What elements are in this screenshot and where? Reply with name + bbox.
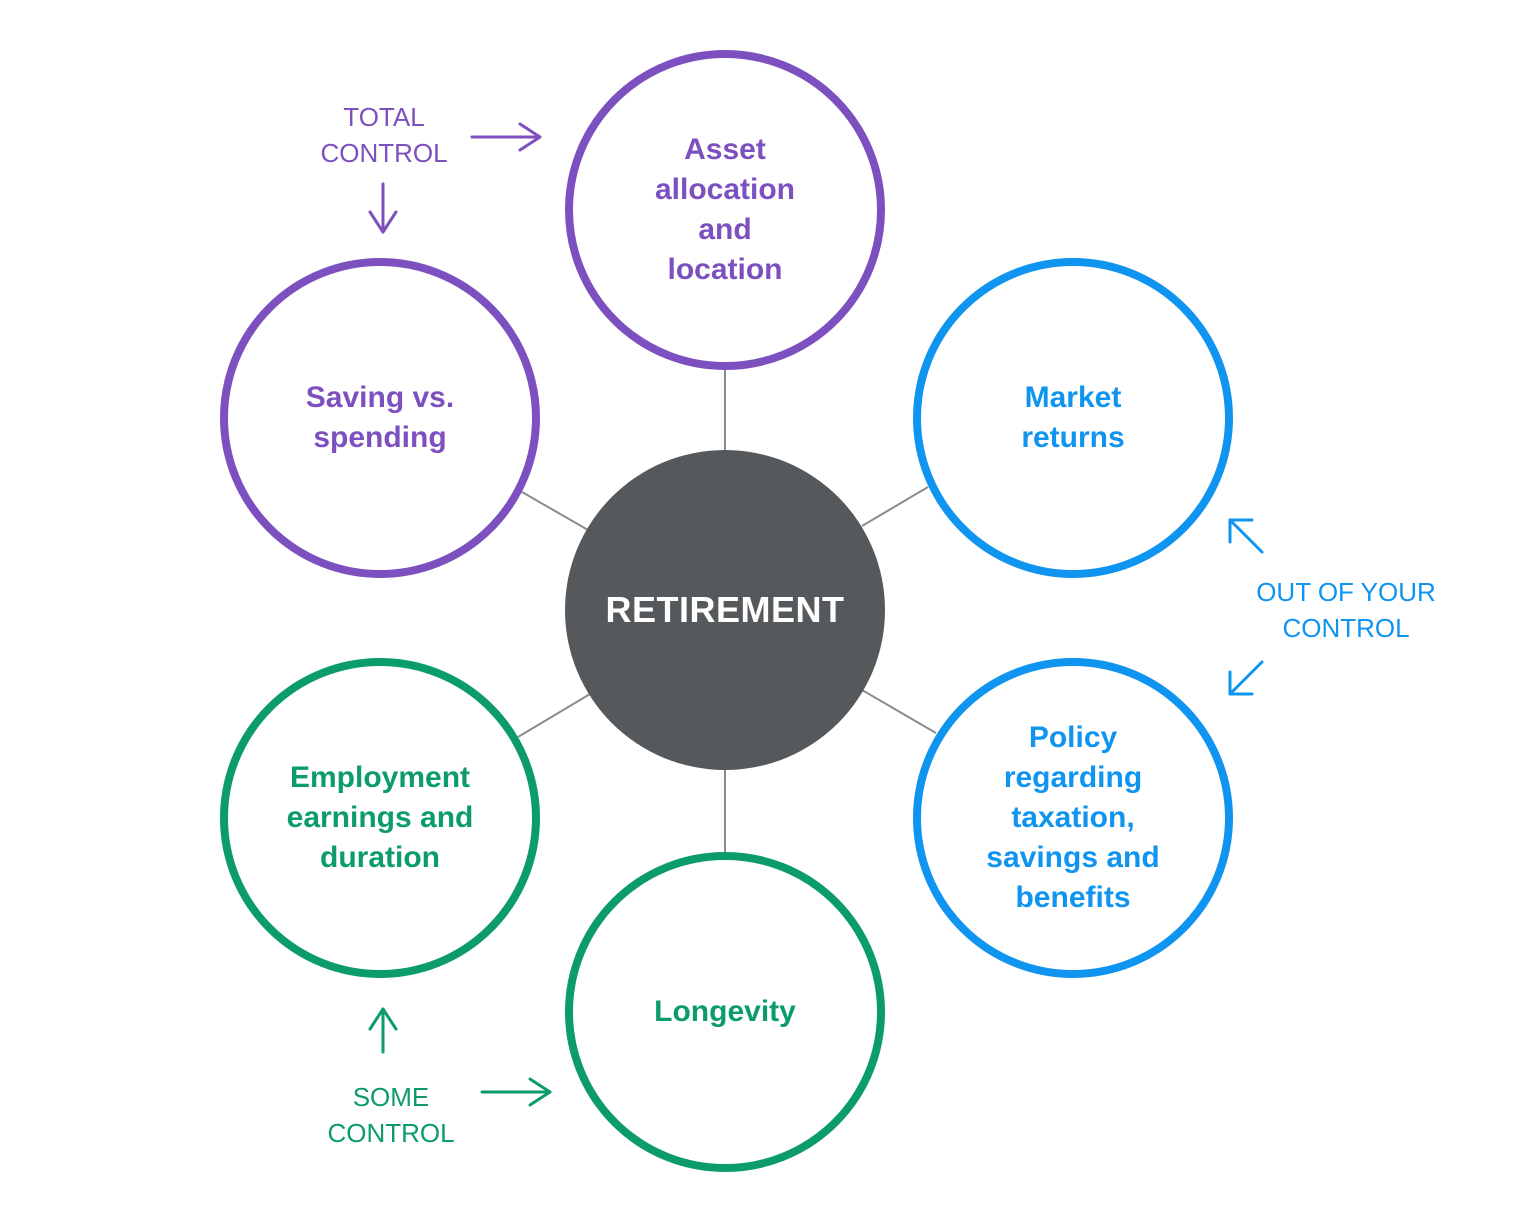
node-longevity: Longevity <box>565 852 885 1172</box>
center-label: RETIREMENT <box>605 589 845 630</box>
node-employment: Employment earnings and duration <box>220 658 540 978</box>
node-asset-allocation-label: Asset allocation and location <box>654 133 796 286</box>
node-market-returns-label: Market returns <box>1021 381 1125 454</box>
node-saving-spending: Saving vs. spending <box>220 258 540 578</box>
some-control-label: SOME CONTROL <box>327 1082 455 1148</box>
out-of-your-control-label: OUT OF YOUR CONTROL <box>1256 577 1436 643</box>
connector-employment <box>517 693 591 738</box>
node-market-returns: Market returns <box>913 258 1233 578</box>
retirement-center-circle: RETIREMENT <box>565 450 885 770</box>
node-employment-label: Employment earnings and duration <box>286 761 474 874</box>
arrow-right-icon <box>480 1077 552 1107</box>
connector-saving-spending <box>521 491 589 531</box>
arrow-down-left-icon <box>1228 660 1264 696</box>
arrow-up-left-icon <box>1228 518 1264 554</box>
total-control-label: TOTAL CONTROL <box>320 102 448 168</box>
node-asset-allocation: Asset allocation and location <box>565 50 885 370</box>
arrow-down-icon <box>368 182 398 234</box>
node-policy-label: Policy regarding taxation, savings and b… <box>986 721 1160 914</box>
node-saving-spending-label: Saving vs. spending <box>305 381 455 454</box>
node-policy: Policy regarding taxation, savings and b… <box>913 658 1233 978</box>
connector-policy <box>861 689 937 734</box>
arrow-right-icon <box>470 122 542 152</box>
arrow-up-icon <box>368 1007 398 1054</box>
connector-market-returns <box>861 486 929 527</box>
node-longevity-label: Longevity <box>654 995 796 1028</box>
